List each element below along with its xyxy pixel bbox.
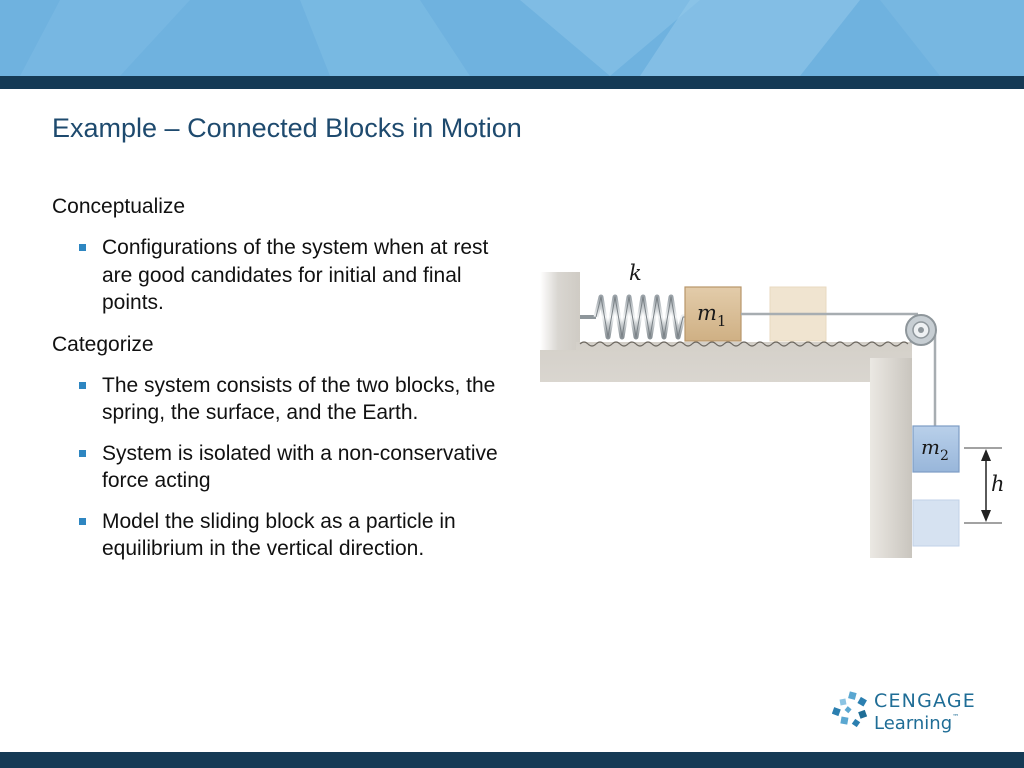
cengage-learning-logo: CENGAGE Learning™: [832, 688, 992, 740]
spring-constant-label: k: [629, 261, 642, 285]
logo-wordmark-cengage: CENGAGE: [874, 690, 976, 712]
spring-outline: [595, 296, 686, 338]
bullet-text: Model the sliding block as a particle in…: [102, 509, 456, 561]
height-arrow-top-icon: [981, 449, 991, 461]
logo-square: [844, 706, 852, 714]
bullet-list-conceptualize: Configurations of the system when at res…: [52, 234, 512, 317]
header-band: [0, 76, 1024, 89]
block-m2-subscript: 2: [940, 448, 949, 464]
slide-body: Conceptualize Configurations of the syst…: [52, 193, 512, 577]
banner-facet: [640, 0, 860, 76]
physics-figure: k m1 m2 h: [540, 250, 1010, 570]
block-m1-subscript: 1: [717, 312, 727, 330]
logo-square: [851, 718, 861, 728]
pulley-axle: [918, 327, 924, 333]
square-bullet-icon: [79, 449, 86, 457]
banner-facet: [300, 0, 470, 76]
logo-square: [840, 716, 849, 725]
square-bullet-icon: [79, 381, 86, 389]
square-bullet-icon: [79, 244, 86, 251]
section-heading-conceptualize: Conceptualize: [52, 195, 186, 218]
logo-square: [839, 698, 847, 706]
logo-square: [832, 707, 841, 717]
trademark-symbol: ™: [952, 713, 960, 721]
header-banner: [0, 0, 1024, 76]
bullet-item: The system consists of the two blocks, t…: [52, 372, 512, 427]
bullet-text: System is isolated with a non-conservati…: [102, 441, 498, 493]
banner-facet: [520, 0, 700, 76]
logo-square: [857, 696, 867, 707]
bullet-item: Configurations of the system when at res…: [52, 234, 512, 317]
figure-diagram: k m1 m2 h: [540, 261, 1005, 558]
logo-square: [858, 709, 868, 719]
banner-facet: [20, 0, 190, 76]
footer-band: [0, 752, 1024, 768]
block-m1: [684, 286, 742, 342]
bullet-text: Configurations of the system when at res…: [102, 236, 489, 314]
block-m1-label: m1: [697, 301, 726, 330]
logo-learning-text: Learning: [874, 713, 953, 734]
bullet-list-categorize: The system consists of the two blocks, t…: [52, 372, 512, 563]
cengage-logo-icon: [832, 691, 868, 728]
section-heading-categorize: Categorize: [52, 332, 154, 356]
table-surface: [540, 342, 912, 558]
logo-wordmark-learning: Learning™: [874, 713, 959, 734]
bullet-text: The system consists of the two blocks, t…: [102, 373, 496, 425]
banner-facet: [880, 0, 1024, 76]
bullet-item: System is isolated with a non-conservati…: [52, 440, 512, 495]
block-m2: [912, 425, 960, 473]
slide-title: Example – Connected Blocks in Motion: [52, 113, 522, 143]
block-m2-label: m2: [921, 435, 949, 464]
block-m2-mass-symbol: m: [921, 435, 940, 459]
square-bullet-icon: [79, 517, 86, 525]
logo-square: [848, 691, 857, 700]
surface-texture: [579, 341, 909, 347]
banner-graphic: [0, 0, 1024, 76]
bullet-item: Model the sliding block as a particle in…: [52, 508, 512, 563]
height-arrow-bottom-icon: [981, 510, 991, 522]
height-label: h: [991, 472, 1005, 496]
block-m1-mass-symbol: m: [697, 301, 717, 325]
table-leg: [870, 358, 912, 558]
block-m2-ghost: [912, 499, 960, 547]
